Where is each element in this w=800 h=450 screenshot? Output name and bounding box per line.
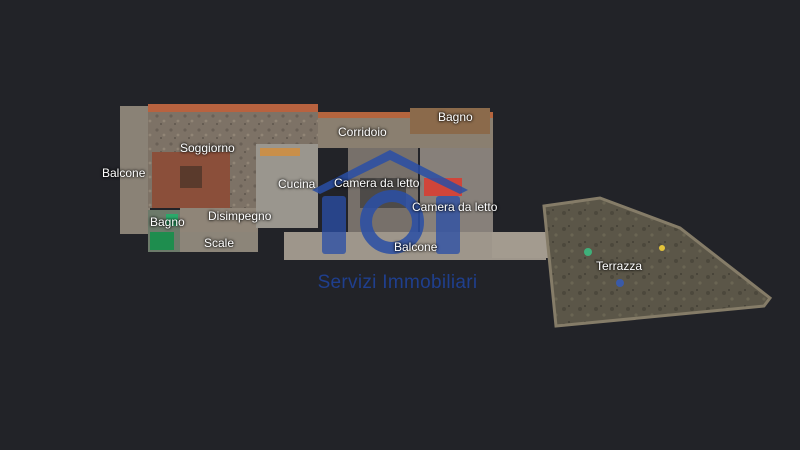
label-balcone-bottom: Balcone <box>394 240 438 254</box>
terrazza-item-blue <box>616 279 624 287</box>
room-bagno-top[interactable] <box>410 108 490 134</box>
corridoio-wall <box>318 112 493 118</box>
label-terrazza: Terrazza <box>596 259 643 273</box>
label-cucina: Cucina <box>278 177 316 191</box>
logo-letter-left <box>322 196 346 254</box>
terrazza-item-yellow <box>659 245 665 251</box>
connector <box>492 232 548 258</box>
label-scale: Scale <box>204 236 235 250</box>
brand-text: Servizi Immobiliari <box>317 272 478 293</box>
label-corridoio: Corridoio <box>338 125 387 139</box>
room-terrazza[interactable] <box>544 198 770 326</box>
label-balcone-left: Balcone <box>102 166 146 180</box>
room-disimpegno[interactable] <box>180 208 258 234</box>
terrazza-edge <box>542 196 773 328</box>
label-camera-1: Camera da letto <box>334 176 420 190</box>
label-bagno-top: Bagno <box>438 110 473 124</box>
label-disimpegno: Disimpegno <box>208 209 272 223</box>
cucina-counter <box>260 148 300 156</box>
logo-letter-right <box>436 196 460 254</box>
bagno-left-tiles <box>150 232 174 250</box>
bagno-left-fixture <box>166 214 178 226</box>
room-cucina[interactable] <box>256 144 318 228</box>
logo-roof <box>312 150 468 194</box>
label-camera-2: Camera da letto <box>412 200 498 214</box>
terrazza-item-green <box>584 248 592 256</box>
floorplan-model <box>120 104 773 328</box>
room-scale[interactable] <box>180 232 258 252</box>
logo-ampersand <box>360 190 424 254</box>
soggiorno-table <box>180 166 202 188</box>
room-balcone-left[interactable] <box>120 106 150 234</box>
label-bagno-left: Bagno <box>150 215 185 229</box>
soggiorno-wall-top <box>148 104 318 112</box>
label-soggiorno: Soggiorno <box>180 141 235 155</box>
brand-logo <box>312 150 468 254</box>
